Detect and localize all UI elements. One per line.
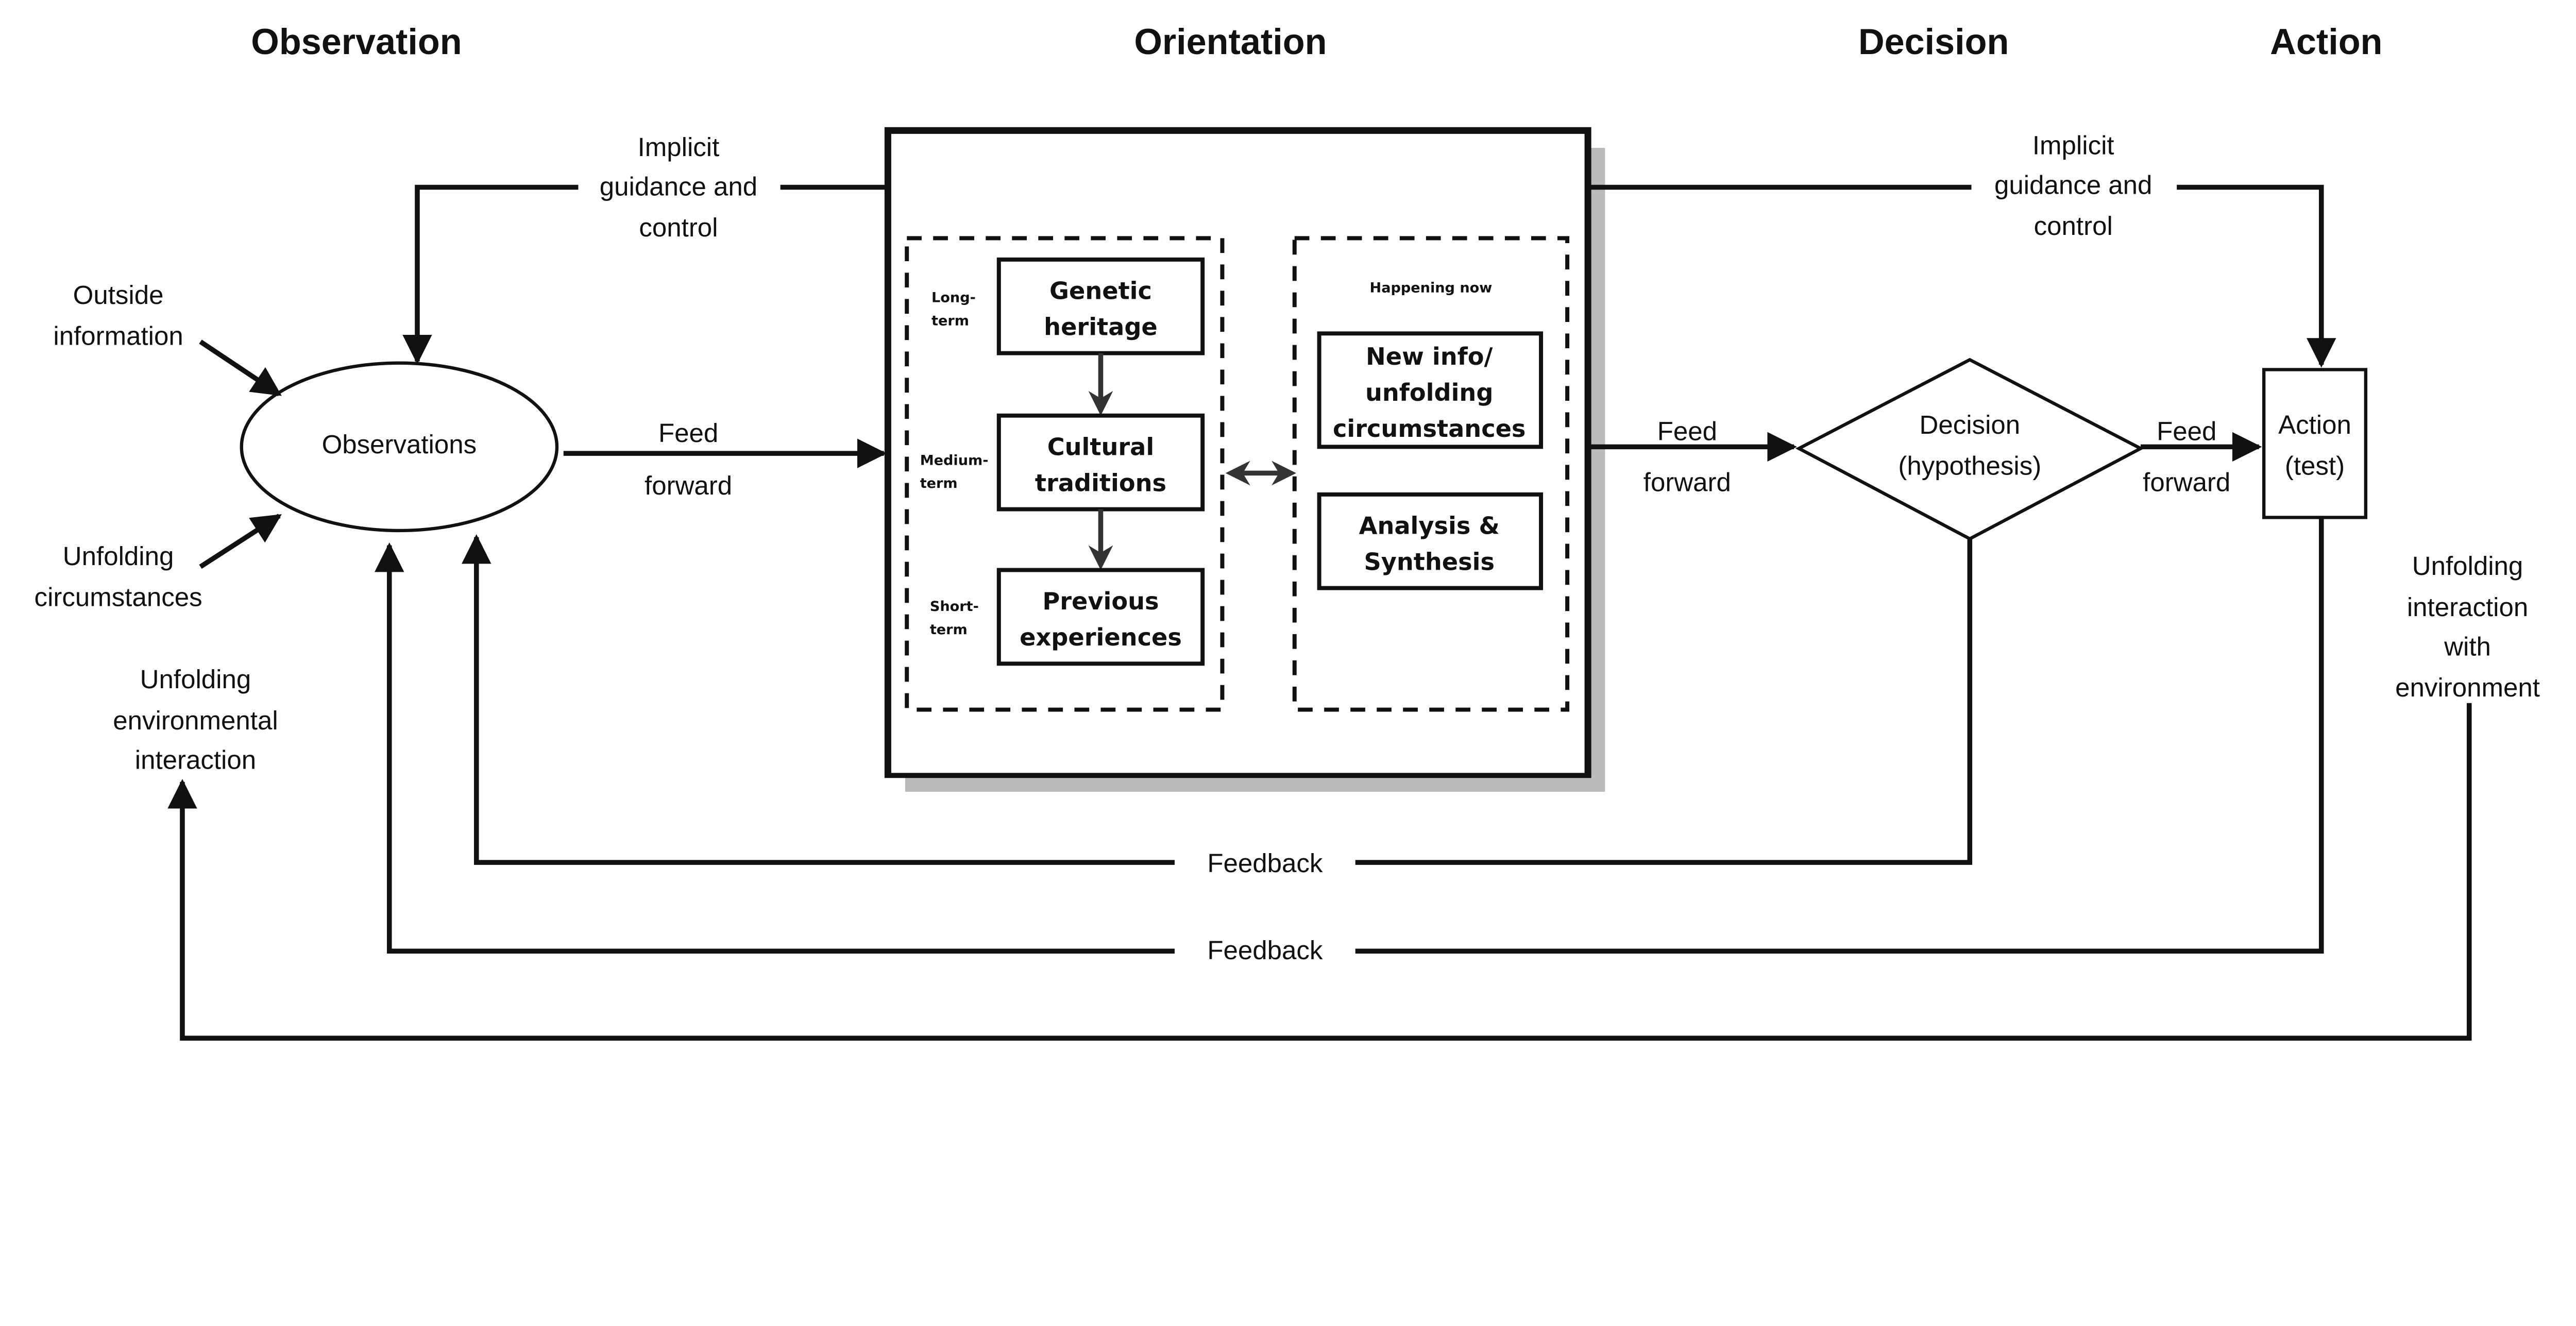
svg-text:term: term (920, 475, 958, 491)
svg-text:interaction: interaction (135, 745, 256, 774)
orientation-box (886, 129, 1590, 778)
svg-text:interaction: interaction (2407, 592, 2528, 622)
new-info-label: circumstances (1333, 415, 1526, 443)
heading-observation: Observation (251, 21, 462, 62)
svg-text:Feed: Feed (2157, 417, 2216, 446)
feed-forward-label-2: Feed forward (1643, 417, 1731, 497)
implicit-guidance-right-arrow (1587, 184, 2321, 365)
svg-text:Medium-: Medium- (920, 452, 989, 468)
heading-orientation: Orientation (1134, 21, 1327, 62)
ooda-loop-diagram: Observation Orientation Decision Action … (35, 21, 2540, 1041)
svg-text:guidance and: guidance and (1994, 170, 2152, 199)
svg-text:Short-: Short- (930, 599, 979, 615)
svg-text:control: control (2034, 211, 2113, 241)
implicit-guidance-left-arrow (417, 184, 889, 362)
environment-interaction-loop-arrow (167, 703, 2472, 1041)
svg-text:control: control (639, 213, 718, 242)
svg-text:environmental: environmental (113, 706, 278, 735)
svg-text:Unfolding: Unfolding (63, 541, 174, 571)
action-node (2262, 368, 2368, 519)
unfolding-interaction-with-environment-label: Unfolding interaction with environment (2395, 551, 2540, 702)
genetic-heritage-label: heritage (1044, 313, 1158, 341)
svg-text:environment: environment (2395, 673, 2540, 702)
svg-text:Feed: Feed (658, 418, 718, 448)
new-info-box (1317, 331, 1544, 449)
medium-term-label: Medium-term (920, 452, 989, 491)
svg-text:Unfolding: Unfolding (2412, 551, 2523, 581)
svg-text:forward: forward (2143, 467, 2230, 497)
svg-text:with: with (2444, 632, 2491, 661)
happening-now-label: Happening now (1370, 280, 1493, 296)
analysis-synthesis-box (1317, 492, 1544, 590)
decision-label: (hypothesis) (1898, 451, 2041, 481)
long-term-label: Long-term (931, 290, 976, 329)
implicit-guidance-right-label: Implicit guidance and control (1994, 131, 2152, 241)
heading-decision: Decision (1858, 21, 2009, 62)
svg-text:guidance and: guidance and (600, 172, 757, 201)
svg-text:term: term (931, 313, 969, 329)
observations-label: Observations (322, 430, 477, 459)
analysis-synthesis-label: Synthesis (1364, 548, 1495, 576)
svg-text:Long-: Long- (931, 290, 976, 306)
svg-text:forward: forward (1643, 467, 1731, 497)
svg-text:circumstances: circumstances (35, 583, 202, 612)
unfolding-circumstances-label: Unfolding circumstances (35, 541, 202, 612)
svg-text:Implicit: Implicit (2032, 131, 2114, 160)
unfolding-circumstances-arrow (199, 514, 282, 569)
unfolding-environmental-interaction-label: Unfolding environmental interaction (113, 665, 278, 774)
decision-label: Decision (1920, 410, 2021, 439)
feedback-from-action-arrow (389, 517, 2324, 954)
previous-experiences-box (996, 568, 1205, 666)
svg-text:forward: forward (645, 471, 732, 500)
svg-text:Feed: Feed (1657, 417, 1717, 446)
svg-text:Outside: Outside (73, 280, 164, 310)
heading-action: Action (2270, 21, 2382, 62)
analysis-synthesis-label: Analysis & (1359, 512, 1500, 539)
feedback-label-1: Feedback (1207, 848, 1323, 878)
action-label: Action (2278, 410, 2351, 439)
svg-text:Unfolding: Unfolding (140, 665, 251, 694)
cultural-traditions-label: Cultural (1047, 433, 1154, 461)
implicit-guidance-left-label: Implicit guidance and control (600, 132, 757, 242)
short-term-label: Short-term (930, 599, 979, 638)
new-info-label: unfolding (1365, 379, 1493, 406)
svg-text:Implicit: Implicit (638, 132, 720, 162)
previous-experiences-label: experiences (1020, 623, 1182, 651)
feed-forward-label-1: Feed forward (645, 418, 732, 500)
genetic-heritage-label: Genetic (1049, 277, 1152, 304)
action-label: (test) (2285, 451, 2345, 481)
past-influences-group (905, 236, 1225, 712)
feed-forward-label-3: Feed forward (2143, 417, 2230, 497)
feedback-label-2: Feedback (1207, 936, 1323, 965)
outside-information-arrow (199, 339, 282, 397)
decision-node (1795, 358, 2144, 541)
feedback-from-decision-arrow (477, 537, 1973, 865)
new-info-label: New info/ (1366, 343, 1493, 370)
genetic-heritage-box (996, 257, 1205, 355)
previous-experiences-label: Previous (1042, 587, 1159, 615)
outside-information-label: Outside information (53, 280, 183, 351)
cultural-traditions-box (996, 413, 1205, 512)
happening-now-group (1292, 236, 1570, 712)
svg-text:term: term (930, 622, 968, 638)
cultural-traditions-label: traditions (1035, 469, 1166, 497)
svg-text:information: information (53, 321, 183, 351)
